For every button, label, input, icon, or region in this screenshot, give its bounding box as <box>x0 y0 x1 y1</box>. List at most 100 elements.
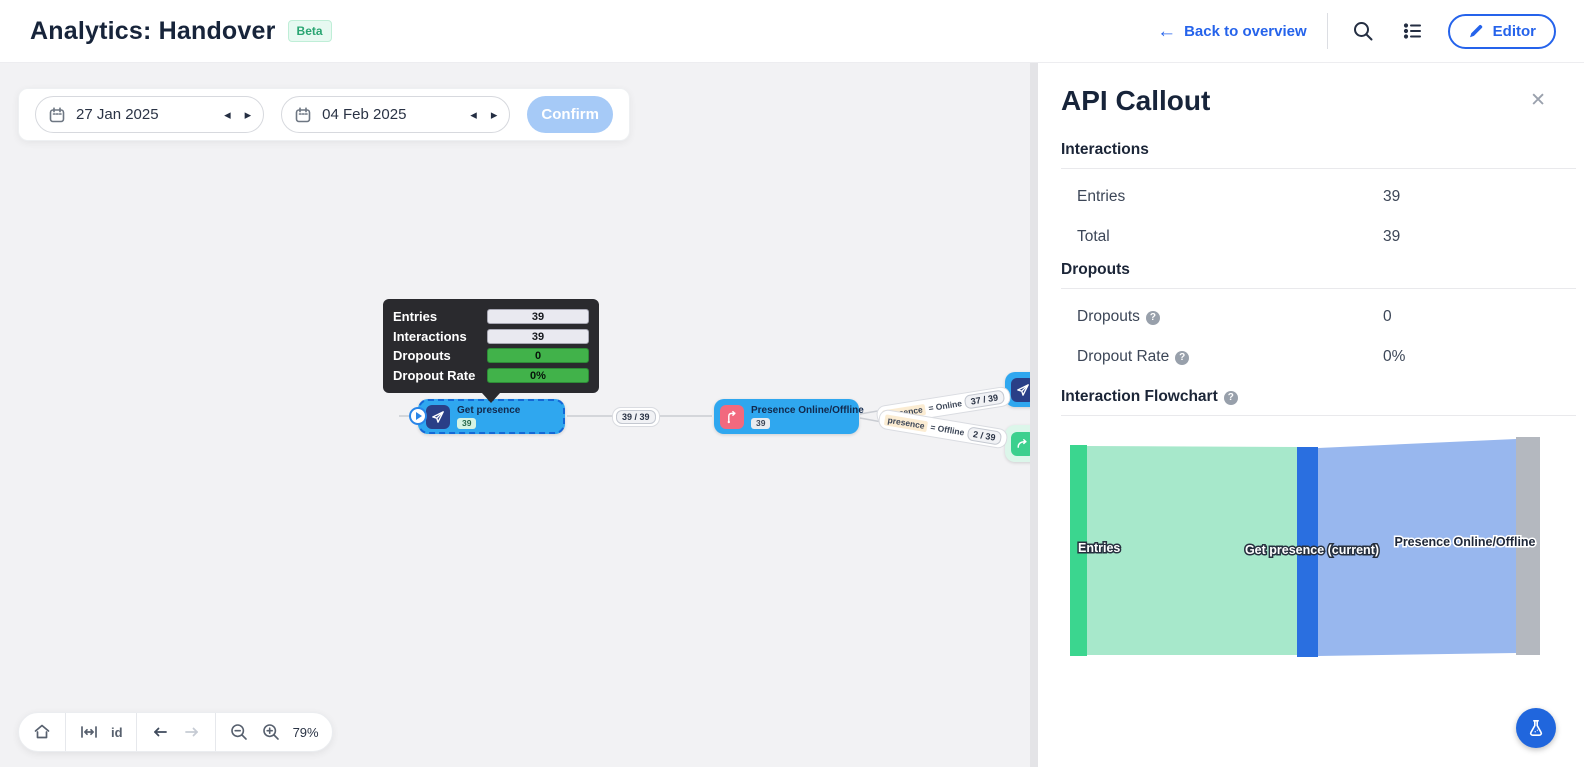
stat-value: 39 <box>1383 228 1401 245</box>
stat-row-dropouts: Dropouts? 0 <box>1077 308 1568 328</box>
help-icon[interactable]: ? <box>1145 311 1160 325</box>
stat-value: 0 <box>1383 308 1392 325</box>
end-date-next-button[interactable]: ▸ <box>490 107 498 122</box>
start-date-prev-button[interactable]: ◂ <box>224 107 231 122</box>
sankey-label-get-presence: Get presence (current) <box>1245 543 1379 557</box>
stat-label: Dropout Rate <box>1077 348 1170 365</box>
end-date-steppers: ◂ ▸ <box>470 108 497 121</box>
home-icon <box>34 724 50 739</box>
sankey-node-presence-online-offline <box>1516 437 1540 655</box>
tooltip-value: 39 <box>487 328 589 344</box>
sankey-label-entries: Entries <box>1078 541 1120 555</box>
zoom-level-value: 79% <box>292 724 319 740</box>
edge-ratio-value: 37 / 39 <box>963 389 1005 410</box>
stat-label: Dropouts <box>1077 308 1140 325</box>
play-icon <box>415 412 422 420</box>
list-icon <box>1403 23 1421 39</box>
canvas-toolbar: id 79% <box>18 712 333 752</box>
zoom-out-icon <box>230 724 247 740</box>
fit-width-button[interactable] <box>79 722 99 742</box>
flow-start-indicator[interactable] <box>409 407 427 425</box>
tooltip-value: 0 <box>487 348 589 364</box>
condition-operator: = Online <box>927 398 963 414</box>
flow-canvas[interactable]: 27 Jan 2025 ◂ ▸ 04 Feb 2025 ◂ ▸ Confirm <box>0 63 1030 767</box>
condition-branch-icon <box>720 404 744 429</box>
zoom-in-button[interactable] <box>261 722 281 742</box>
tooltip-label: Dropouts <box>393 348 451 364</box>
toggle-ids-button[interactable]: id <box>111 724 123 740</box>
jump-arrow-icon <box>1011 431 1030 456</box>
beta-badge: Beta <box>287 20 332 42</box>
section-header-interactions: Interactions <box>1061 141 1576 169</box>
edge-ratio-value: 39 / 39 <box>616 410 656 424</box>
section-header-label: Interaction Flowchart <box>1061 388 1218 405</box>
calendar-icon <box>49 106 65 122</box>
tooltip-row: Entries 39 <box>393 307 589 327</box>
tooltip-row: Dropout Rate 0% <box>393 366 589 386</box>
search-button[interactable] <box>1348 16 1378 46</box>
tooltip-label: Entries <box>393 309 438 325</box>
tooltip-row: Interactions 39 <box>393 327 589 347</box>
details-panel: API Callout ✕ Interactions Entries 39 To… <box>1038 63 1584 767</box>
sankey-link-entries-getpresence <box>1087 446 1297 655</box>
header-divider <box>1326 13 1328 49</box>
home-view-button[interactable] <box>32 722 52 742</box>
start-date-value: 27 Jan 2025 <box>76 106 159 123</box>
close-panel-button[interactable]: ✕ <box>1530 90 1546 111</box>
node-title: Presence Online/Offline <box>751 404 864 416</box>
node-clipped-webhook[interactable] <box>1005 372 1030 407</box>
undo-arrow-icon <box>153 727 167 737</box>
end-date-prev-button[interactable]: ◂ <box>470 107 477 122</box>
panel-resize-handle[interactable] <box>1030 63 1038 767</box>
sankey-node-entries <box>1070 445 1087 656</box>
editor-button-label: Editor <box>1492 22 1536 40</box>
back-link-label: Back to overview <box>1184 22 1307 40</box>
header-actions: ← Back to overview Editor <box>1157 13 1556 49</box>
start-date-picker[interactable]: 27 Jan 2025 ◂ ▸ <box>35 96 265 133</box>
stat-value: 0% <box>1383 348 1406 365</box>
tooltip-row: Dropouts 0 <box>393 346 589 366</box>
editor-button[interactable]: Editor <box>1447 13 1556 49</box>
sankey-link-getpresence-presence <box>1318 439 1516 656</box>
edge-ratio-label: 39 / 39 <box>612 407 660 427</box>
tooltip-label: Interactions <box>393 328 467 344</box>
tooltip-value: 0% <box>487 367 589 383</box>
section-header-flowchart: Interaction Flowchart? <box>1061 388 1576 416</box>
start-date-next-button[interactable]: ▸ <box>244 107 252 122</box>
list-view-button[interactable] <box>1398 16 1428 46</box>
zoom-out-button[interactable] <box>229 722 249 742</box>
node-stats-tooltip: Entries 39 Interactions 39 Dropouts 0 Dr… <box>383 299 599 403</box>
tooltip-arrow <box>482 393 500 403</box>
webhook-icon <box>426 404 450 429</box>
sankey-node-get-presence <box>1297 447 1318 657</box>
node-count-badge: 39 <box>457 417 477 429</box>
node-get-presence[interactable]: Get presence 39 <box>418 399 565 434</box>
help-icon[interactable]: ? <box>1175 351 1190 365</box>
section-header-dropouts: Dropouts <box>1061 261 1576 289</box>
start-date-steppers: ◂ ▸ <box>224 108 251 121</box>
help-icon[interactable]: ? <box>1223 391 1238 405</box>
webhook-icon <box>1011 377 1030 402</box>
node-count-badge: 39 <box>751 417 771 429</box>
stat-row-dropout-rate: Dropout Rate? 0% <box>1077 348 1568 368</box>
node-presence-online-offline[interactable]: Presence Online/Offline 39 <box>714 399 864 434</box>
calendar-icon <box>295 106 311 122</box>
stat-label: Total <box>1077 228 1110 245</box>
back-to-overview-link[interactable]: ← Back to overview <box>1157 22 1307 41</box>
stat-row-entries: Entries 39 <box>1077 188 1568 208</box>
node-title: Get presence <box>457 404 521 416</box>
confirm-button[interactable]: Confirm <box>527 96 613 133</box>
redo-button[interactable] <box>182 722 202 742</box>
page-title: Analytics: Handover <box>30 16 276 45</box>
end-date-picker[interactable]: 04 Feb 2025 ◂ ▸ <box>281 96 511 133</box>
condition-variable: presence <box>883 413 929 432</box>
undo-button[interactable] <box>150 722 170 742</box>
flask-icon <box>1529 720 1543 736</box>
interaction-flowchart-sankey[interactable]: Entries Get presence (current) Presence … <box>1070 435 1540 657</box>
stat-row-total: Total 39 <box>1077 228 1568 248</box>
experiments-fab-button[interactable] <box>1516 708 1556 748</box>
pencil-icon <box>1469 24 1482 38</box>
back-arrow-icon: ← <box>1157 20 1177 42</box>
node-clipped-jump[interactable] <box>1005 425 1030 462</box>
